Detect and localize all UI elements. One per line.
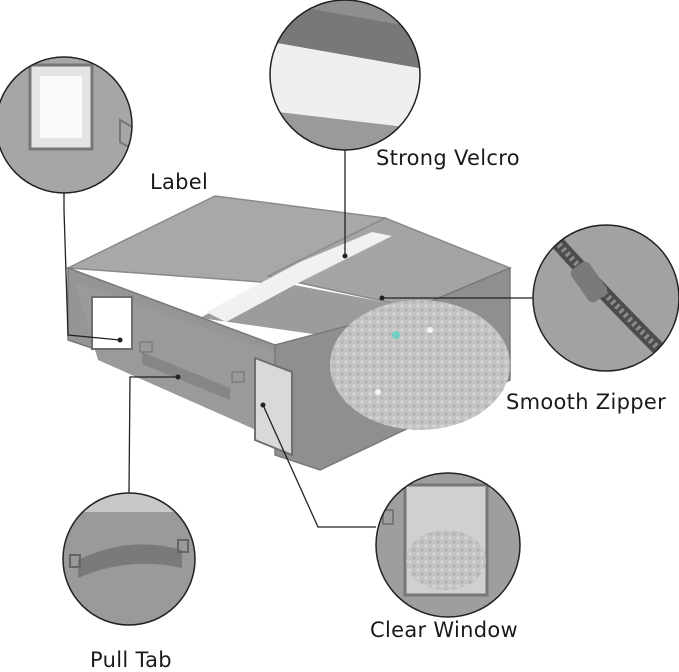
pull-tab-label: Pull Tab [90,648,172,672]
pulltab-detail-circle [62,492,196,626]
leader-lines [63,150,533,528]
clear-window-label: Clear Window [370,618,518,642]
velcro-detail-circle [269,0,421,151]
window-detail-circle [375,472,521,618]
label-label: Label [150,170,209,194]
zipper-detail-circle [532,224,679,372]
label-detail-circle [0,56,133,194]
storage-box [65,195,512,471]
smooth-zipper-label: Smooth Zipper [506,390,667,414]
leader-dots [117,253,385,408]
strong-velcro-label: Strong Velcro [376,146,520,170]
